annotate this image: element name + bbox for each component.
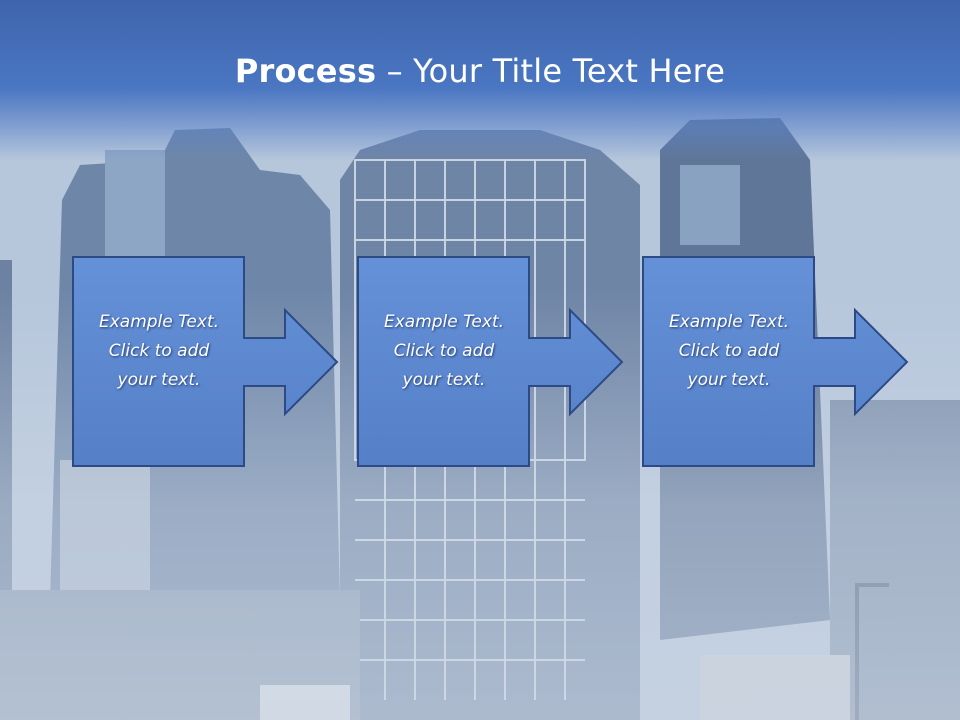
title-rest: Your Title Text Here [413,52,726,90]
process-step-1[interactable]: Example Text. Click to add your text. [72,256,382,468]
process-step-2[interactable]: Example Text. Click to add your text. [357,256,667,468]
step-text-line-1: Example Text. [383,312,505,332]
step-text-line-2: Click to add [393,341,495,361]
step-text-line-1: Example Text. [668,312,790,332]
process-arrow-shape [72,256,339,467]
process-step-3[interactable]: Example Text. Click to add your text. [642,256,952,468]
step-text-line-3: your text. [117,370,201,390]
title-separator: – [376,52,414,90]
process-arrow-shape [357,256,624,467]
step-text[interactable]: Example Text. Click to add your text. [74,308,244,395]
title-bold: Process [234,52,377,90]
process-arrow-shape [642,256,909,467]
step-text-line-2: Click to add [678,341,780,361]
step-text-line-2: Click to add [108,341,210,361]
step-text[interactable]: Example Text. Click to add your text. [359,308,529,395]
step-text-line-3: your text. [402,370,486,390]
title-bar [0,0,960,160]
step-text-line-3: your text. [687,370,771,390]
step-text-line-1: Example Text. [98,312,220,332]
slide-title[interactable]: Process – Your Title Text Here [0,52,960,90]
step-text[interactable]: Example Text. Click to add your text. [644,308,814,395]
